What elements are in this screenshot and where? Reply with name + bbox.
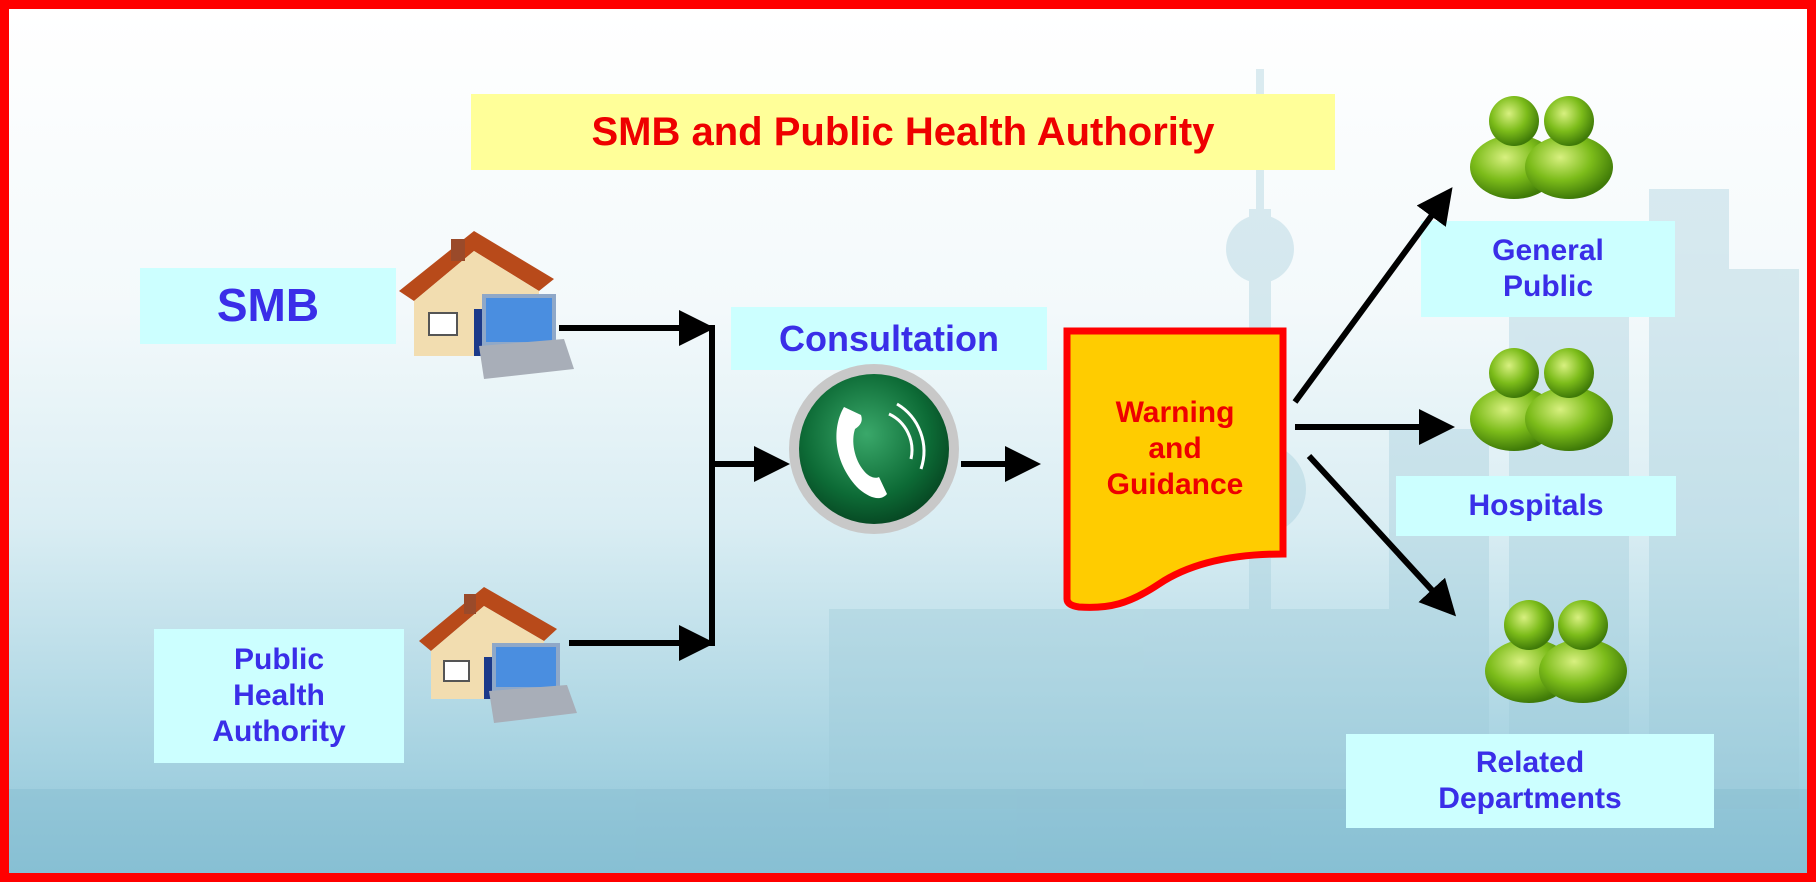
consultation-label: Consultation	[731, 307, 1047, 370]
diagram-graphics	[399, 96, 1627, 723]
pha-line-3: Authority	[212, 715, 346, 748]
warning-document-shape	[1063, 327, 1287, 611]
skyline-background	[9, 69, 1807, 873]
related-departments-line-1: Related	[1475, 746, 1585, 779]
warning-line-2: and	[1148, 432, 1202, 465]
warning-line-1: Warning	[1115, 396, 1235, 429]
hospitals-label: Hospitals	[1396, 476, 1676, 536]
related-departments-people-icon	[1485, 600, 1627, 703]
source-arrows	[559, 187, 1457, 661]
general-public-people-icon	[1470, 96, 1613, 199]
pha-house-computer-icon	[419, 587, 577, 723]
pha-line-1: Public	[233, 643, 324, 676]
smb-house-computer-icon	[399, 231, 574, 379]
hospitals-people-icon	[1470, 348, 1613, 451]
general-public-line-2: Public	[1502, 270, 1593, 303]
hospitals-label-text: Hospitals	[1468, 489, 1604, 522]
public-health-authority-label: Public Health Authority	[154, 629, 404, 763]
related-departments-label: Related Departments	[1346, 734, 1714, 828]
general-public-label: General Public	[1421, 221, 1675, 317]
diagram-title: SMB and Public Health Authority	[471, 94, 1335, 170]
phone-icon	[789, 364, 959, 534]
general-public-line-1: General	[1492, 234, 1604, 267]
smb-label: SMB	[140, 268, 396, 344]
to-related-departments-arrow	[1306, 453, 1457, 617]
smb-label-text: SMB	[216, 279, 320, 332]
pha-line-2: Health	[233, 679, 325, 712]
consultation-label-text: Consultation	[779, 317, 999, 359]
warning-line-3: Guidance	[1106, 468, 1244, 501]
warning-guidance-label: Warning and Guidance	[1067, 389, 1283, 509]
to-general-public-arrow	[1292, 187, 1453, 404]
related-departments-line-2: Departments	[1438, 782, 1622, 815]
